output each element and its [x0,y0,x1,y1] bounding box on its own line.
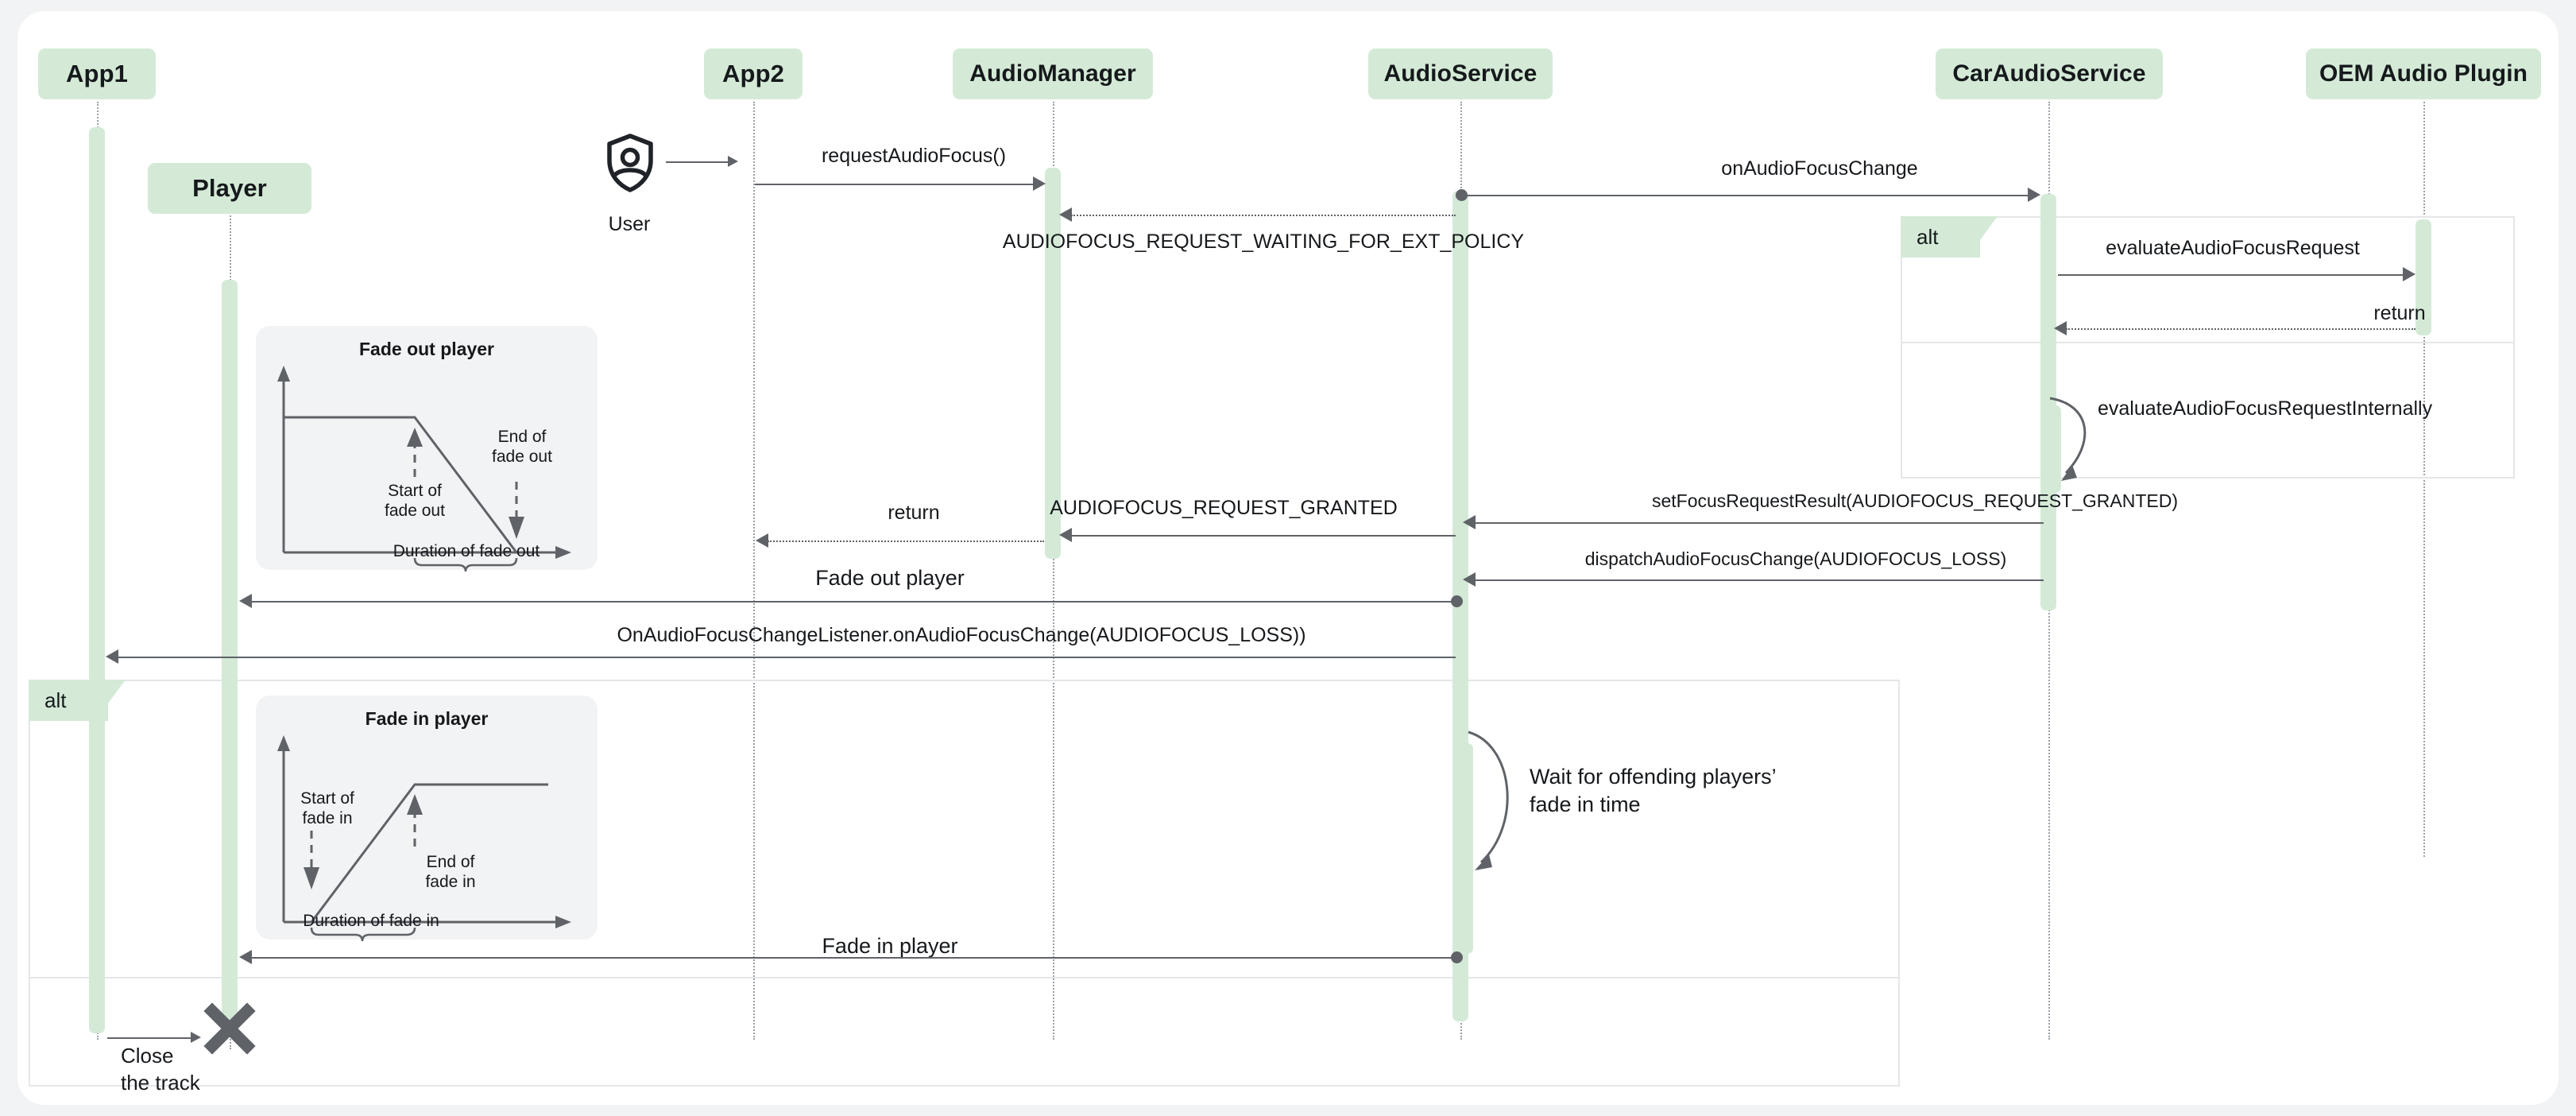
message-onAudioFocusChange-origin-dot [1456,189,1468,201]
participant-player[interactable]: Player [148,163,311,214]
fade-out-chart-annotation-duration: Duration of fade out [393,542,540,560]
message-fade-in-player-label: Fade in player [822,934,958,958]
message-return-oem-arrowhead [2054,321,2067,335]
alt-fragment-right-divider [1901,342,2515,343]
message-audiofocus-granted-label: AUDIOFOCUS_REQUEST_GRANTED [1050,497,1398,519]
message-wait-fade-in-selfloop [1467,727,1562,878]
lifeline-app2 [753,102,755,1040]
actor-user-label: User [608,213,651,235]
participant-audiomanager[interactable]: AudioManager [953,48,1153,99]
participant-audioservice-label: AudioService [1383,60,1537,87]
message-fade-in-player-arrowhead [239,950,252,964]
message-setFocusRequestResult-arrowhead [1463,515,1476,529]
participant-audiomanager-label: AudioManager [969,60,1136,87]
message-onAudioFocusChangeListener-arrowhead [106,649,118,664]
alt-fragment-left [29,680,1900,1087]
lifeline-oemplugin [2423,102,2425,857]
alt-fragment-left-tag-label: alt [44,688,67,712]
message-user-to-app2-arrowhead [728,156,738,167]
message-return-app2-arrowhead [756,533,768,548]
message-waiting-ext-policy-arrowhead [1059,207,1072,222]
message-setFocusRequestResult-label: setFocusRequestResult(AUDIOFOCUS_REQUEST… [1651,490,2179,511]
message-fade-out-player-line [251,601,1455,603]
message-evaluateInternally-selfloop [2048,393,2152,489]
message-onAudioFocusChange-arrowhead [2028,188,2040,202]
activation-caraudioservice [2040,194,2056,610]
message-waiting-ext-policy-line [1071,215,1456,216]
message-fade-in-player-line [251,957,1455,959]
activation-caraudioservice-self [2044,405,2061,493]
message-audiofocus-granted-arrowhead [1059,528,1072,542]
message-close-the-track-label: Close the track [121,1044,200,1095]
message-audiofocus-granted-line [1071,535,1456,537]
activation-app1 [89,127,105,1033]
fade-in-chart-title: Fade in player [365,708,489,729]
message-requestAudioFocus-label: requestAudioFocus() [821,145,1007,167]
alt-fragment-right-tag: alt [1901,216,1980,258]
message-requestAudioFocus-arrowhead [1033,176,1046,191]
participant-caraudioservice[interactable]: CarAudioService [1936,48,2163,99]
activation-oemplugin [2415,219,2431,335]
message-dispatchAudioFocusChange-line [1475,579,2044,581]
message-return-app2-line [768,541,1044,542]
message-onAudioFocusChange-label: onAudioFocusChange [1721,157,1918,180]
alt-fragment-right [1901,216,2515,479]
message-return-oem-line [2066,328,2415,330]
alt-fragment-left-tag-notch [108,680,126,703]
lifeline-audiomanager [1053,102,1054,1040]
message-evaluateAudioFocusRequest-label: evaluateAudioFocusRequest [2106,237,2360,259]
participant-app2[interactable]: App2 [704,48,803,99]
message-onAudioFocusChangeListener-label: OnAudioFocusChangeListener.onAudioFocusC… [617,624,1306,646]
message-return-oem-label: return [2373,302,2426,324]
alt-fragment-right-tag-notch [1980,216,1998,240]
message-close-the-track-line [107,1037,191,1039]
participant-oemplugin[interactable]: OEM Audio Plugin [2306,48,2541,99]
message-fade-out-player-label: Fade out player [815,566,965,590]
message-return-app2-label: return [888,502,940,524]
shield-person-icon [605,134,655,192]
message-evaluateAudioFocusRequest-line [2058,274,2406,276]
message-close-the-track-arrowhead [191,1032,201,1043]
message-onAudioFocusChange-line [1462,195,2030,196]
message-dispatchAudioFocusChange-arrowhead [1463,572,1476,587]
message-onAudioFocusChangeListener-line [118,657,1456,658]
activation-audiomanager [1045,168,1061,559]
participant-caraudioservice-label: CarAudioService [1952,60,2146,87]
participant-player-label: Player [192,174,267,202]
message-wait-fade-in-label: Wait for offending players’ fade in time [1530,765,1777,817]
participant-audioservice[interactable]: AudioService [1368,48,1553,99]
participant-app1-label: App1 [66,60,128,87]
message-evaluateInternally-label: evaluateAudioFocusRequestInternally [2098,397,2433,420]
fade-out-chart-title: Fade out player [359,339,494,359]
message-fade-in-player-origin-dot [1451,951,1463,963]
message-dispatchAudioFocusChange-label: dispatchAudioFocusChange(AUDIOFOCUS_LOSS… [1584,548,2007,569]
alt-fragment-left-divider [29,977,1900,978]
activation-player-main [222,280,238,1025]
message-setFocusRequestResult-line [1475,522,2044,524]
message-user-to-app2-line [666,161,728,163]
message-evaluateAudioFocusRequest-arrowhead [2403,267,2415,281]
destroy-x-marker [203,1002,256,1055]
message-fade-out-player-arrowhead [239,594,252,608]
fade-in-chart-annotation-duration: Duration of fade in [303,912,439,930]
activation-audioservice-wait [1456,743,1473,954]
participant-app1[interactable]: App1 [38,48,156,99]
alt-fragment-right-tag-label: alt [1917,224,1939,249]
message-waiting-ext-policy-label: AUDIOFOCUS_REQUEST_WAITING_FOR_EXT_POLIC… [1002,231,1525,253]
participant-oemplugin-label: OEM Audio Plugin [2319,60,2528,87]
message-fade-out-player-origin-dot [1451,595,1463,607]
participant-app2-label: App2 [722,60,784,87]
message-requestAudioFocus-line [755,184,1033,185]
